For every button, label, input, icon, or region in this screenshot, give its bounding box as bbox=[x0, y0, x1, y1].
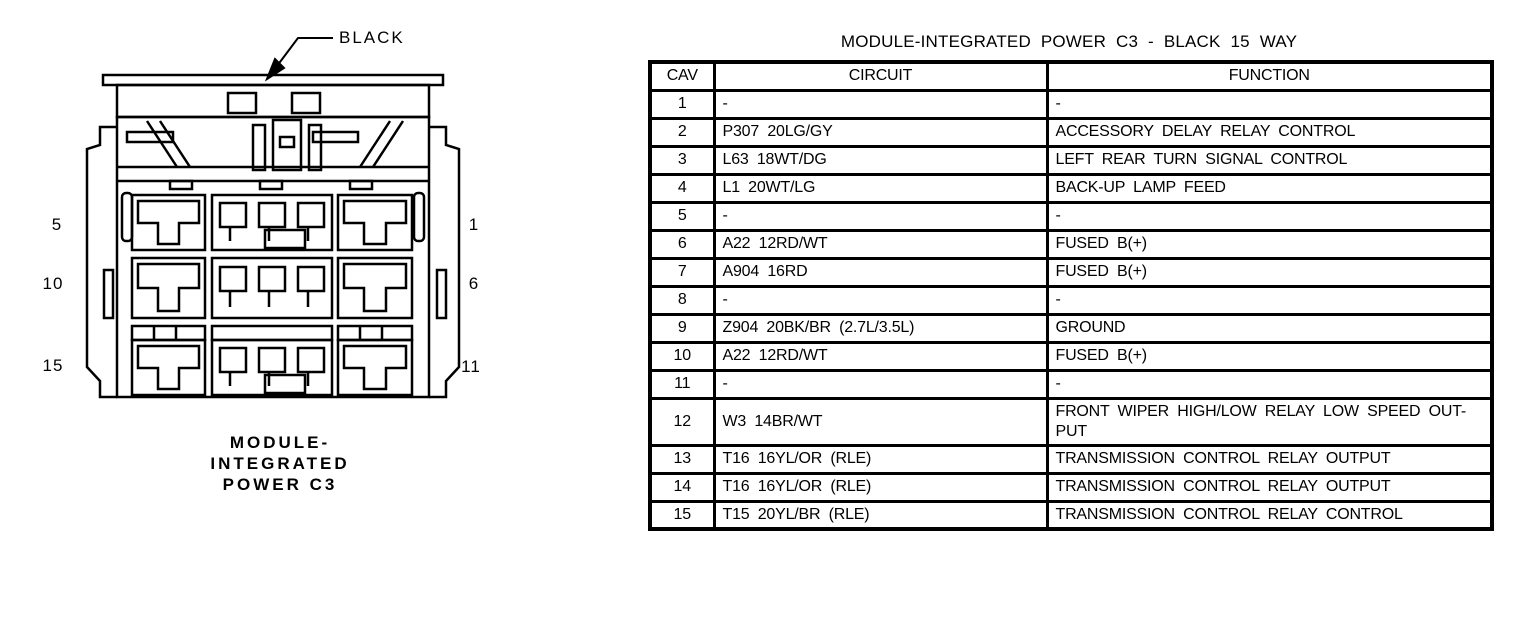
table-row: 1-- bbox=[648, 88, 1494, 120]
cell-circuit: T16 16YL/OR (RLE) bbox=[712, 471, 1049, 503]
cell-cav: 1 bbox=[648, 88, 716, 120]
pin-number-10: 10 bbox=[42, 274, 64, 293]
cell-cav: 2 bbox=[648, 116, 716, 148]
cavity-row-3 bbox=[130, 324, 414, 397]
cell-function: LEFT REAR TURN SIGNAL CONTROL bbox=[1045, 144, 1494, 176]
pin-number-11: 11 bbox=[461, 357, 481, 376]
cell-cav: 13 bbox=[648, 443, 716, 475]
cell-function: TRANSMISSION CONTROL RELAY OUTPUT bbox=[1045, 471, 1494, 503]
cell-circuit: - bbox=[712, 88, 1049, 120]
connector-top-cap bbox=[101, 73, 445, 87]
cell-function: - bbox=[1045, 88, 1494, 120]
connector-caption-line-2: INTEGRATED bbox=[210, 454, 350, 473]
pin-number-5: 5 bbox=[51, 215, 63, 234]
cell-cav: 11 bbox=[648, 368, 716, 400]
cell-cav: 10 bbox=[648, 340, 716, 372]
cell-function: TRANSMISSION CONTROL RELAY OUTPUT bbox=[1045, 443, 1494, 475]
cell-circuit: Z904 20BK/BR (2.7L/3.5L) bbox=[712, 312, 1049, 344]
cell-cav: 4 bbox=[648, 172, 716, 204]
cell-circuit: - bbox=[712, 368, 1049, 400]
cell-cav: 7 bbox=[648, 256, 716, 288]
header-circuit: CIRCUIT bbox=[712, 60, 1049, 92]
connector-caption-line-3: POWER C3 bbox=[222, 475, 338, 494]
cell-cav: 6 bbox=[648, 228, 716, 260]
connector-body bbox=[115, 115, 431, 399]
table-title: MODULE-INTEGRATED POWER C3 - BLACK 15 WA… bbox=[840, 32, 1298, 51]
connector-color-label: BLACK bbox=[339, 28, 405, 47]
connector-caption-line-1: MODULE- bbox=[229, 433, 331, 452]
table-row: 5-- bbox=[648, 200, 1494, 232]
table-row: 11-- bbox=[648, 368, 1494, 400]
cell-circuit: L1 20WT/LG bbox=[712, 172, 1049, 204]
connector-right-wing bbox=[429, 125, 461, 399]
header-row: CAV CIRCUIT FUNCTION bbox=[648, 60, 1494, 92]
cell-circuit: T16 16YL/OR (RLE) bbox=[712, 443, 1049, 475]
cell-circuit: L63 18WT/DG bbox=[712, 144, 1049, 176]
cell-function: FUSED B(+) bbox=[1045, 256, 1494, 288]
cell-function: FUSED B(+) bbox=[1045, 340, 1494, 372]
cell-function: FUSED B(+) bbox=[1045, 228, 1494, 260]
table-row: 8-- bbox=[648, 284, 1494, 316]
cell-function: GROUND bbox=[1045, 312, 1494, 344]
connector-housing bbox=[85, 37, 461, 399]
cell-function: - bbox=[1045, 284, 1494, 316]
cell-cav: 9 bbox=[648, 312, 716, 344]
cell-cav: 8 bbox=[648, 284, 716, 316]
cell-circuit: A22 12RD/WT bbox=[712, 228, 1049, 260]
pin-number-1: 1 bbox=[468, 215, 480, 234]
pin-number-6: 6 bbox=[468, 274, 480, 293]
connector-drawing bbox=[85, 37, 461, 399]
cell-function: TRANSMISSION CONTROL RELAY CONTROL bbox=[1045, 499, 1494, 531]
cell-cav: 3 bbox=[648, 144, 716, 176]
cell-function: BACK-UP LAMP FEED bbox=[1045, 172, 1494, 204]
callout-arrowhead-icon bbox=[264, 57, 286, 82]
cell-circuit: - bbox=[712, 200, 1049, 232]
cell-function: - bbox=[1045, 368, 1494, 400]
connector-left-wing bbox=[85, 125, 117, 399]
cavity-row-1 bbox=[130, 193, 414, 252]
cell-circuit: P307 20LG/GY bbox=[712, 116, 1049, 148]
cavity-row-2 bbox=[130, 256, 414, 320]
cell-circuit: A904 16RD bbox=[712, 256, 1049, 288]
connector-caption: MODULE- INTEGRATED POWER C3 bbox=[170, 432, 390, 495]
cell-cav: 5 bbox=[648, 200, 716, 232]
cell-circuit: - bbox=[712, 284, 1049, 316]
cell-function: - bbox=[1045, 200, 1494, 232]
cell-cav: 14 bbox=[648, 471, 716, 503]
cell-function: ACCESSORY DELAY RELAY CONTROL bbox=[1045, 116, 1494, 148]
header-cav: CAV bbox=[648, 60, 716, 92]
cell-cav: 12 bbox=[648, 396, 716, 447]
pinout-table-header: CAV CIRCUIT FUNCTION bbox=[648, 60, 1494, 92]
pin-number-15: 15 bbox=[42, 356, 64, 375]
header-function: FUNCTION bbox=[1045, 60, 1494, 92]
cell-circuit: T15 20YL/BR (RLE) bbox=[712, 499, 1049, 531]
cell-circuit: W3 14BR/WT bbox=[712, 396, 1049, 447]
cell-cav: 15 bbox=[648, 499, 716, 531]
cell-function: FRONT WIPER HIGH/LOW RELAY LOW SPEED OUT… bbox=[1045, 396, 1494, 447]
cell-circuit: A22 12RD/WT bbox=[712, 340, 1049, 372]
